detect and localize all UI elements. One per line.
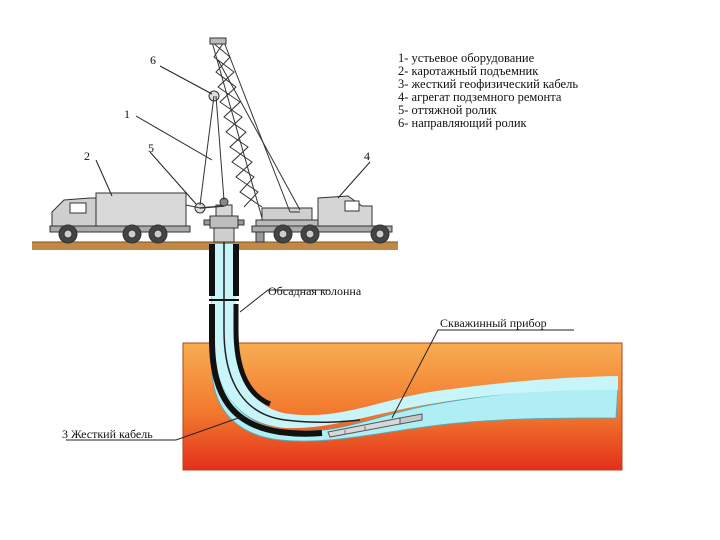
wellhead-equipment — [203, 197, 245, 243]
casing-label: Обсадная колонна — [268, 284, 362, 298]
downhole-tool — [327, 413, 423, 438]
callout-2: 2 — [84, 149, 90, 163]
legend-item: 3- жесткий геофизический кабель — [398, 77, 579, 91]
tool-label: Скважинный прибор — [440, 316, 547, 330]
legend-item: 6- направляющий ролик — [398, 116, 527, 130]
surface-cable — [199, 95, 215, 206]
casing-lower-right — [233, 304, 272, 407]
rigid-cable — [223, 230, 361, 424]
workover-unit — [251, 195, 393, 244]
callout-1: 1 — [124, 107, 130, 121]
legend-item: 5- оттяжной ролик — [398, 103, 497, 117]
casing-lower-left — [209, 304, 323, 437]
crane-mast — [209, 37, 301, 219]
logging-truck — [49, 192, 201, 244]
callout-4: 4 — [364, 149, 370, 163]
callout-6: 6 — [150, 53, 156, 67]
legend: 1- устьевое оборудование 2- каротажный п… — [398, 52, 578, 130]
legend-item: 4- агрегат подземного ремонта — [398, 90, 562, 104]
cable-label: 3 Жесткий кабель — [62, 427, 153, 441]
legend-item: 2- каротажный подъемник — [398, 64, 539, 78]
callout-leaders — [66, 65, 574, 441]
casing-upper-right — [233, 244, 239, 296]
legend-item: 1- устьевое оборудование — [398, 51, 535, 65]
callout-5: 5 — [148, 141, 154, 155]
casing-upper-left — [209, 244, 215, 296]
